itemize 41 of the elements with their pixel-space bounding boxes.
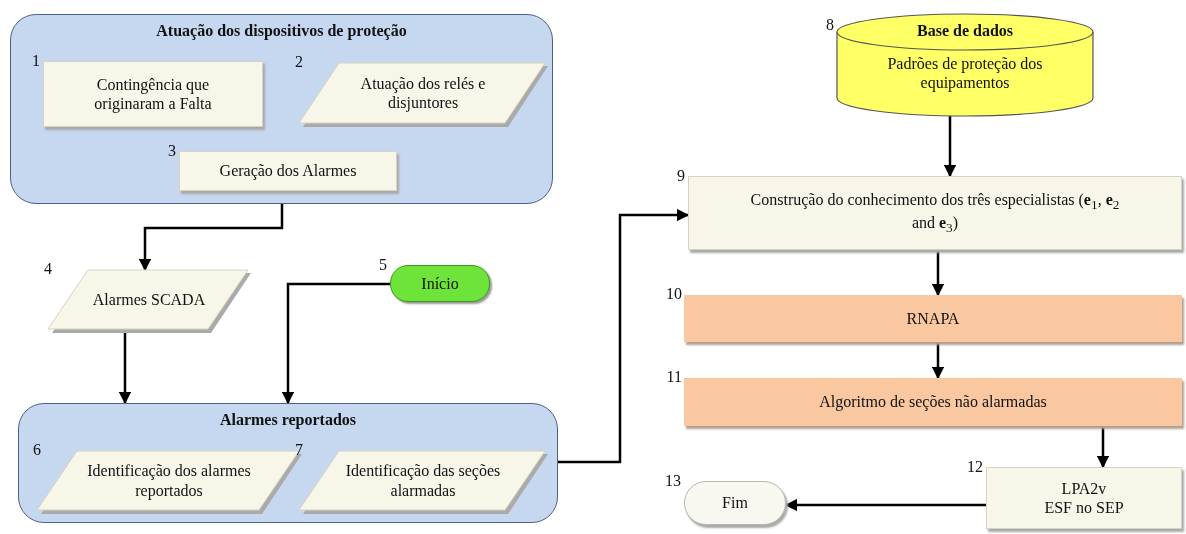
node-label: ESF no SEP: [1044, 498, 1124, 518]
node-label: RNAPA: [906, 308, 960, 329]
arrow: [931, 342, 945, 380]
arrow: [784, 498, 986, 512]
node-label: Alarmes SCADA: [92, 289, 206, 310]
step-number: 6: [33, 441, 41, 459]
arrow: [558, 208, 690, 464]
node-label: Identificação dos alarmes reportados: [86, 461, 252, 500]
node-label: Padrões de proteção dos equipamentos: [886, 54, 1044, 93]
step-number: 2: [295, 53, 303, 71]
group-panel: [10, 14, 553, 204]
group-title: Alarmes reportados: [219, 410, 357, 430]
step-number: 9: [677, 167, 685, 185]
step-number: 8: [826, 16, 834, 34]
step-number: 10: [666, 285, 682, 303]
step-number: 13: [665, 472, 681, 490]
node-label: Contingência que originaram a Falta: [93, 74, 213, 114]
step-number: 1: [32, 52, 40, 70]
step-number: 12: [967, 458, 983, 476]
step-number: 11: [666, 368, 682, 386]
arrow: [138, 204, 284, 272]
group-title: Atuação dos dispositivos de proteção: [156, 21, 407, 41]
step-number: 5: [379, 256, 387, 274]
arrow: [1096, 426, 1110, 469]
node-label: LPA2v: [1061, 478, 1107, 498]
node-label: Fim: [722, 493, 748, 513]
group-panel: [18, 403, 558, 523]
database-title: Base de dados: [917, 21, 1013, 41]
arrow: [931, 250, 945, 297]
step-number: 4: [44, 260, 52, 278]
node-label: Identificação das seções alarmadas: [344, 461, 502, 500]
step-number: 7: [295, 441, 303, 459]
arrow: [281, 282, 390, 405]
step-number: 3: [168, 142, 176, 160]
node-label: Algoritmo de seções não alarmadas: [819, 392, 1047, 412]
node-label: Construção do conhecimento dos três especialistas (e$_{1}$, e$_{2}$ and e$_{3}$): [749, 189, 1121, 237]
node-label: Início: [421, 273, 459, 294]
arrow: [118, 333, 132, 405]
node-label: Atuação dos relés e disjuntores: [359, 73, 487, 113]
arrow: [943, 116, 957, 178]
node-label: Geração dos Alarmes: [219, 161, 357, 181]
